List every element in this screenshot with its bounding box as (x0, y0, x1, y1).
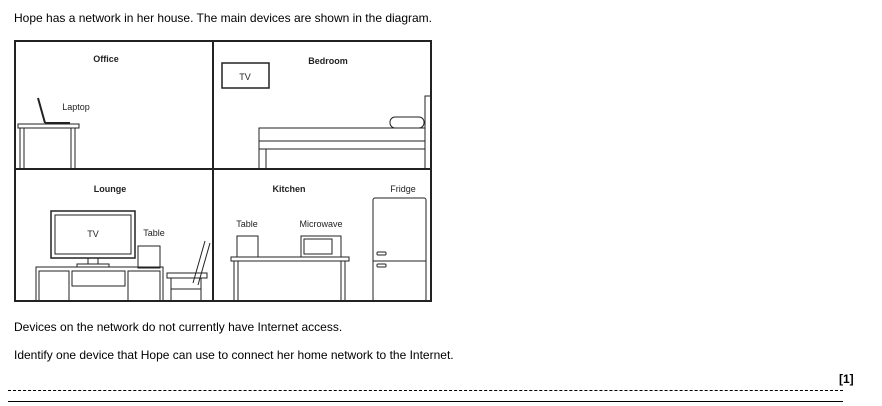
tv-cabinet-icon (35, 266, 164, 302)
intro-text: Hope has a network in her house. The mai… (14, 11, 433, 25)
fridge-icon (372, 197, 427, 302)
room-label-bedroom: Bedroom (308, 56, 348, 66)
desk-icon (17, 123, 80, 169)
house-diagram: Office Laptop Bedroom TV Lounge TV Table… (14, 40, 432, 302)
lounge-room: Lounge TV Table (35, 184, 211, 302)
device-label-bedroom-tv: TV (239, 72, 251, 82)
device-label-lounge-tv: TV (87, 229, 99, 239)
marks-label: [1] (839, 372, 854, 386)
room-label-office: Office (93, 54, 119, 64)
device-label-lounge-tablet: Table (143, 228, 165, 238)
kitchen-table-icon (230, 256, 350, 301)
statement-text: Devices on the network do not currently … (14, 320, 343, 334)
room-label-lounge: Lounge (94, 184, 127, 194)
lounge-tv-icon (50, 210, 136, 268)
divider (8, 401, 843, 402)
device-label-microwave: Microwave (299, 219, 342, 229)
bed-icon (258, 95, 432, 170)
microwave-icon (300, 235, 342, 258)
kitchen-room: Kitchen Fridge Table Microwave (230, 184, 427, 302)
bedroom-room: Bedroom TV (221, 56, 432, 170)
bedroom-tv-icon (221, 62, 270, 89)
answer-line[interactable] (8, 390, 843, 391)
device-label-laptop: Laptop (62, 102, 90, 112)
office-room: Office Laptop (17, 54, 119, 169)
room-label-kitchen: Kitchen (272, 184, 305, 194)
laptop-icon (37, 97, 70, 124)
device-label-kitchen-tablet: Table (236, 219, 258, 229)
lounge-tablet-icon (137, 245, 161, 269)
chair-icon (166, 240, 211, 301)
question-text: Identify one device that Hope can use to… (14, 348, 454, 362)
device-label-fridge: Fridge (390, 184, 416, 194)
kitchen-tablet-icon (236, 235, 259, 258)
